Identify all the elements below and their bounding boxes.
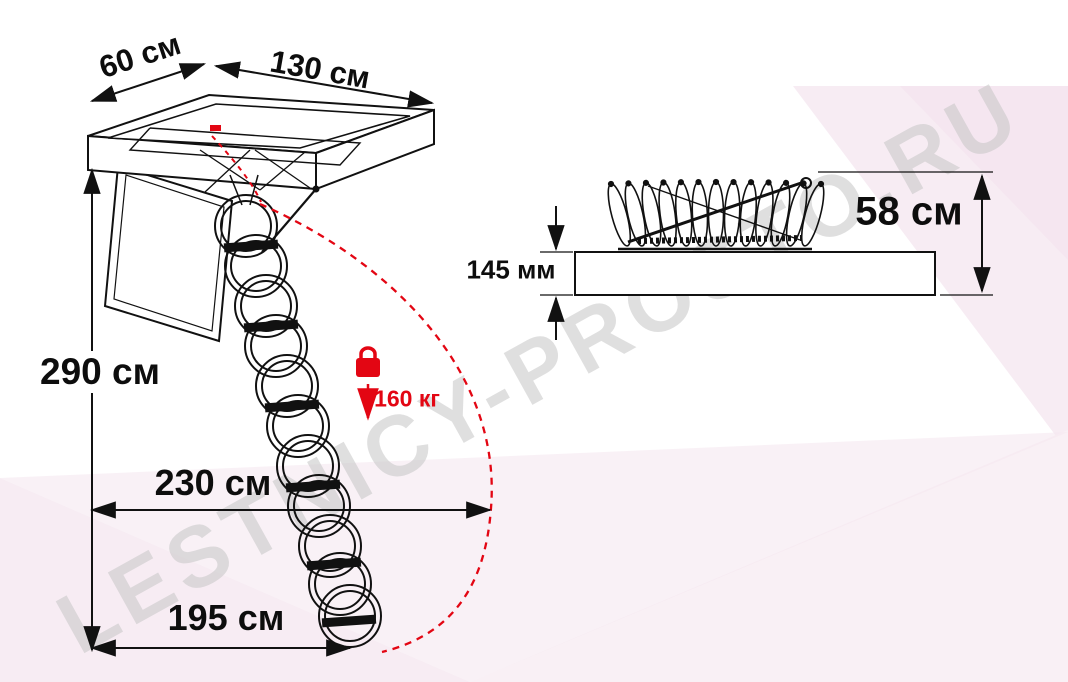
dim-label-height: 290 см (35, 351, 165, 393)
scissor-ladder-drawing (214, 194, 382, 648)
open-hatch-lid (103, 164, 234, 343)
ladder-steps (223, 239, 377, 628)
bg-polygon-bottom-band (0, 432, 1068, 682)
dim-line-130 (213, 61, 435, 108)
hatch-box-drawing (87, 93, 435, 253)
bg-polygon-top-right-2 (900, 86, 1068, 260)
dim-label-box-thickness: 145 мм (466, 254, 556, 285)
load-capacity-label: 160 кг (374, 385, 440, 412)
swing-arc (211, 135, 493, 654)
front-dimension-lines (83, 61, 493, 657)
side-dimension-lines (540, 171, 993, 340)
weight-icon (356, 346, 380, 377)
dim-label-swing: 230 см (154, 462, 272, 503)
side-view-box (574, 251, 936, 296)
dim-label-floor: 195 см (167, 597, 285, 638)
dim-label-folded-height: 58 см (855, 189, 963, 234)
folded-ladder-drawing (607, 177, 825, 251)
dim-line-60 (89, 63, 207, 102)
lid-latch (210, 125, 221, 131)
